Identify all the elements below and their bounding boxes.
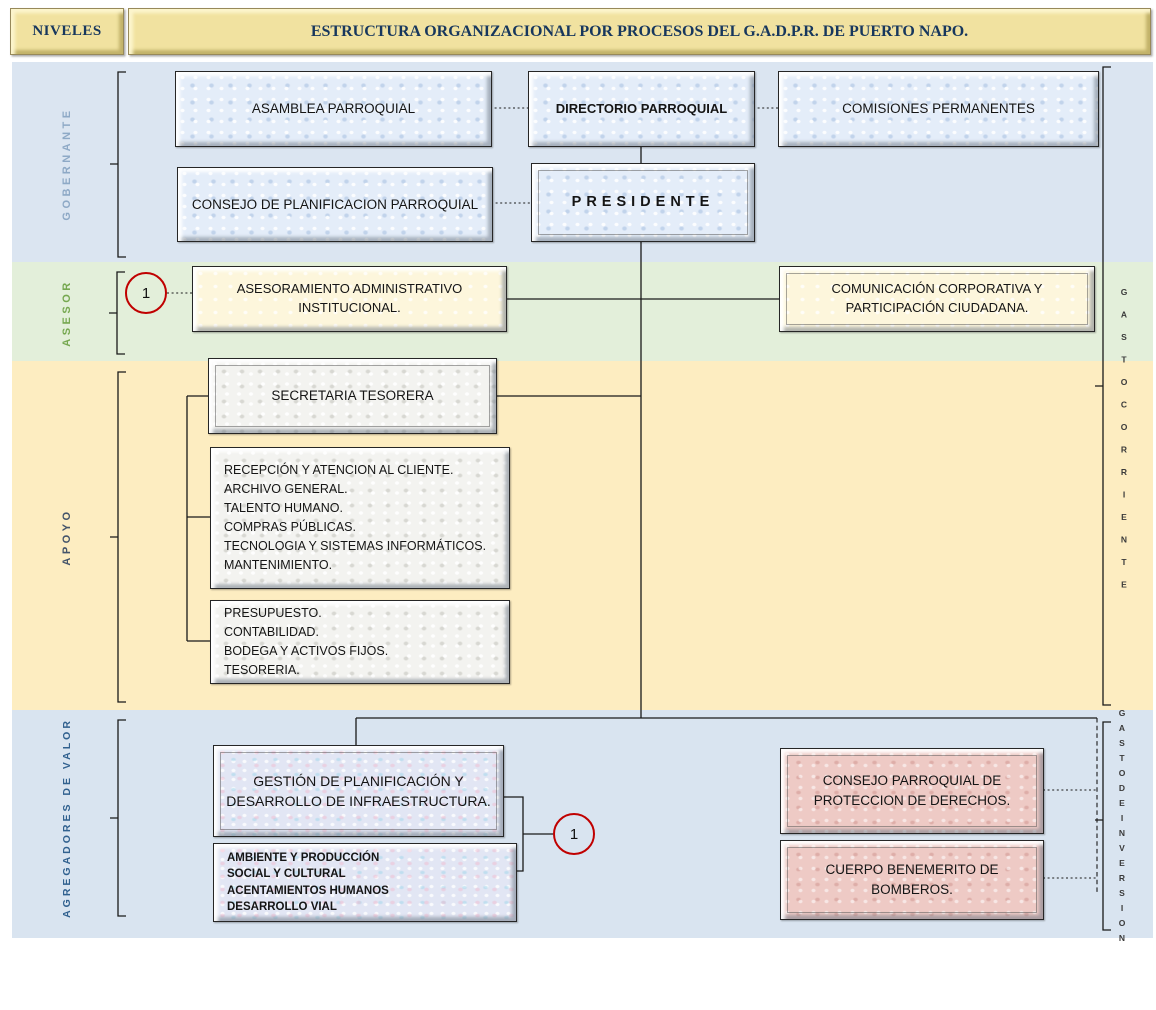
box-asesoramiento-administrativo: ASESORAMIENTO ADMINISTRATIVO INSTITUCION… [192, 266, 507, 332]
chart-title-bar: ESTRUCTURA ORGANIZACIONAL POR PROCESOS D… [128, 8, 1151, 55]
box-areas-valor-lines: AMBIENTE Y PRODUCCIÓN SOCIAL Y CULTURAL … [227, 851, 389, 913]
band-apoyo [12, 361, 1153, 710]
box-secretaria-tesorera: SECRETARIA TESORERA [208, 358, 497, 434]
niveles-header: NIVELES [10, 8, 124, 55]
bracket-asesor [109, 271, 125, 355]
box-cuerpo-bomberos: CUERPO BENEMERITO DE BOMBEROS. [780, 840, 1044, 920]
box-gestion-label: GESTIÓN DE PLANIFICACIÓN Y DESARROLLO DE… [226, 772, 491, 809]
box-asamblea-parroquial: ASAMBLEA PARROQUIAL [175, 71, 492, 147]
box-areas-valor: AMBIENTE Y PRODUCCIÓN SOCIAL Y CULTURAL … [213, 843, 517, 922]
box-asamblea-label: ASAMBLEA PARROQUIAL [251, 101, 416, 117]
box-consejo-proteccion-derechos: CONSEJO PARROQUIAL DE PROTECCION DE DERE… [780, 748, 1044, 834]
box-secretaria-label: SECRETARIA TESORERA [271, 388, 434, 404]
box-financiero: PRESUPUESTO. CONTABILIDAD. BODEGA Y ACTI… [210, 600, 510, 684]
box-comisiones-permanentes: COMISIONES PERMANENTES [778, 71, 1099, 147]
box-directorio-label: DIRECTORIO PARROQUIAL [555, 100, 728, 116]
box-bomberos-label: CUERPO BENEMERITO DE BOMBEROS. [825, 862, 999, 897]
level-label-agregadores-de-valor: AGREGADORES DE VALOR [61, 718, 73, 918]
expense-label-gasto-corriente: GASTOCORRIENTE [1119, 287, 1129, 602]
box-financiero-lines: PRESUPUESTO. CONTABILIDAD. BODEGA Y ACTI… [224, 606, 389, 677]
level-label-gobernante: GOBERNANTE [61, 107, 73, 221]
box-asesoramiento-label: ASESORAMIENTO ADMINISTRATIVO INSTITUCION… [236, 281, 463, 315]
box-derechos-label: CONSEJO PARROQUIAL DE PROTECCION DE DERE… [813, 773, 1011, 808]
box-consejo-planificacion-parroquial: CONSEJO DE PLANIFICACION PARROQUIAL [177, 167, 493, 242]
bracket-gasto-inversion [1095, 721, 1111, 931]
reference-circle-asesor: 1 [125, 272, 167, 314]
box-unidades-lines: RECEPCIÓN Y ATENCION AL CLIENTE. ARCHIVO… [224, 463, 487, 572]
bracket-apoyo [110, 371, 126, 703]
box-directorio-parroquial: DIRECTORIO PARROQUIAL [528, 71, 755, 147]
box-comunicacion-label: COMUNICACIÓN CORPORATIVA Y PARTICIPACIÓN… [831, 281, 1043, 315]
box-comisiones-label: COMISIONES PERMANENTES [842, 101, 1035, 117]
box-gestion-planificacion: GESTIÓN DE PLANIFICACIÓN Y DESARROLLO DE… [213, 745, 504, 837]
box-comunicacion-corporativa: COMUNICACIÓN CORPORATIVA Y PARTICIPACIÓN… [779, 266, 1095, 332]
expense-label-gasto-inversion: GASTODEINVERSION [1117, 708, 1127, 948]
box-presidente-label: PRESIDENTE [571, 193, 715, 210]
chart-title: ESTRUCTURA ORGANIZACIONAL POR PROCESOS D… [310, 22, 969, 40]
bracket-gobernante [110, 71, 126, 258]
reference-circle-valor: 1 [553, 813, 595, 855]
niveles-label: NIVELES [32, 23, 102, 39]
level-label-apoyo: APOYO [61, 508, 73, 566]
box-consejoplan-label: CONSEJO DE PLANIFICACION PARROQUIAL [191, 196, 479, 212]
box-presidente: PRESIDENTE [531, 163, 755, 242]
bracket-gasto-corriente [1095, 66, 1111, 706]
level-label-asesor: ASESOR [61, 279, 73, 347]
bracket-agregadores [110, 719, 126, 917]
box-unidades-apoyo: RECEPCIÓN Y ATENCION AL CLIENTE. ARCHIVO… [210, 447, 510, 589]
